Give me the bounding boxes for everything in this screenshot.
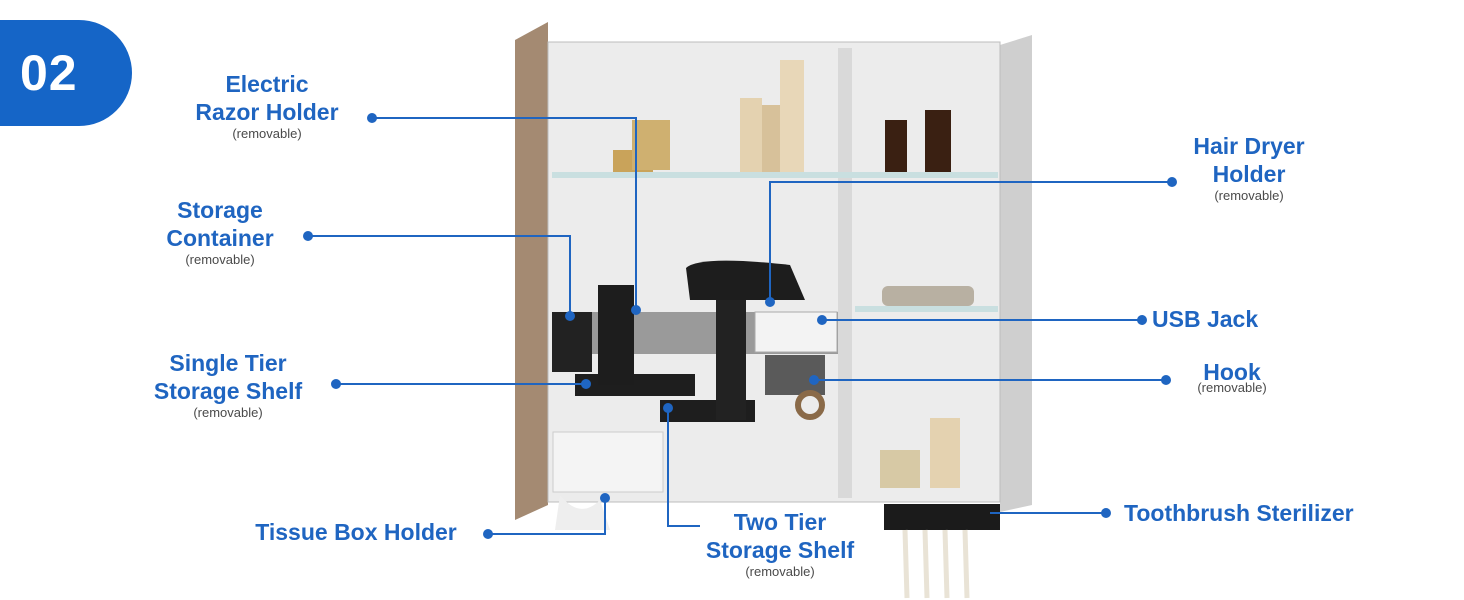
soap-dish: [882, 286, 974, 306]
left-door: [515, 22, 548, 520]
leader-dot: [367, 113, 377, 123]
single-tier-shelf: [575, 374, 695, 396]
leader-dot: [1167, 177, 1177, 187]
hair-dryer: [686, 260, 805, 300]
leader-dot: [817, 315, 827, 325]
step-number: 02: [20, 45, 78, 101]
label-storage-container: Storage Container (removable): [166, 197, 274, 267]
leader-dot: [663, 403, 673, 413]
leader-hair-dryer: [769, 181, 1172, 302]
hair-dryer-handle: [716, 300, 746, 420]
bottle: [885, 120, 907, 172]
leader-tissue-box: [488, 498, 606, 535]
step-badge: 02: [0, 20, 132, 126]
bottle: [780, 60, 804, 172]
hook-bracket: [765, 355, 825, 395]
bottle: [925, 110, 951, 172]
razor: [598, 285, 634, 385]
label-tissue-box-holder: Tissue Box Holder: [255, 519, 457, 545]
leader-dot: [1101, 508, 1111, 518]
leader-dot: [1161, 375, 1171, 385]
right-door: [1000, 35, 1032, 512]
leader-dot: [581, 379, 591, 389]
leader-dot: [483, 529, 493, 539]
jar: [880, 450, 920, 488]
leader-dot: [600, 493, 610, 503]
toothbrush-sterilizer: [884, 504, 1000, 530]
leader-dot: [331, 379, 341, 389]
hook-ring: [795, 390, 825, 420]
leader-storage-container: [308, 235, 571, 316]
leader-two-tier: [667, 408, 700, 527]
bottle: [762, 105, 782, 172]
label-usb-jack: USB Jack: [1152, 306, 1259, 332]
tissue: [555, 495, 610, 530]
leader-dot: [809, 375, 819, 385]
bottle: [930, 418, 960, 488]
label-hook: Hook (removable): [1197, 359, 1267, 395]
leader-razor-holder: [372, 117, 637, 310]
leader-dot: [565, 311, 575, 321]
leader-dot: [765, 297, 775, 307]
label-toothbrush-sterilizer: Toothbrush Sterilizer: [1124, 500, 1354, 526]
label-electric-razor-holder: Electric Razor Holder (removable): [195, 71, 339, 141]
jar: [632, 120, 670, 170]
glass-shelf-right: [855, 306, 998, 312]
leader-dot: [631, 305, 641, 315]
leader-dot: [303, 231, 313, 241]
toothbrushes: [902, 529, 970, 599]
tissue-box: [552, 431, 664, 493]
leader-dot: [1137, 315, 1147, 325]
bottle: [740, 98, 762, 172]
label-two-tier-shelf: Two Tier Storage Shelf (removable): [705, 509, 855, 579]
label-single-tier-shelf: Single Tier Storage Shelf (removable): [153, 350, 303, 420]
glass-shelf-top: [552, 172, 998, 178]
storage-container: [552, 312, 592, 372]
label-hair-dryer-holder: Hair Dryer Holder (removable): [1193, 133, 1305, 203]
center-divider: [838, 48, 852, 498]
